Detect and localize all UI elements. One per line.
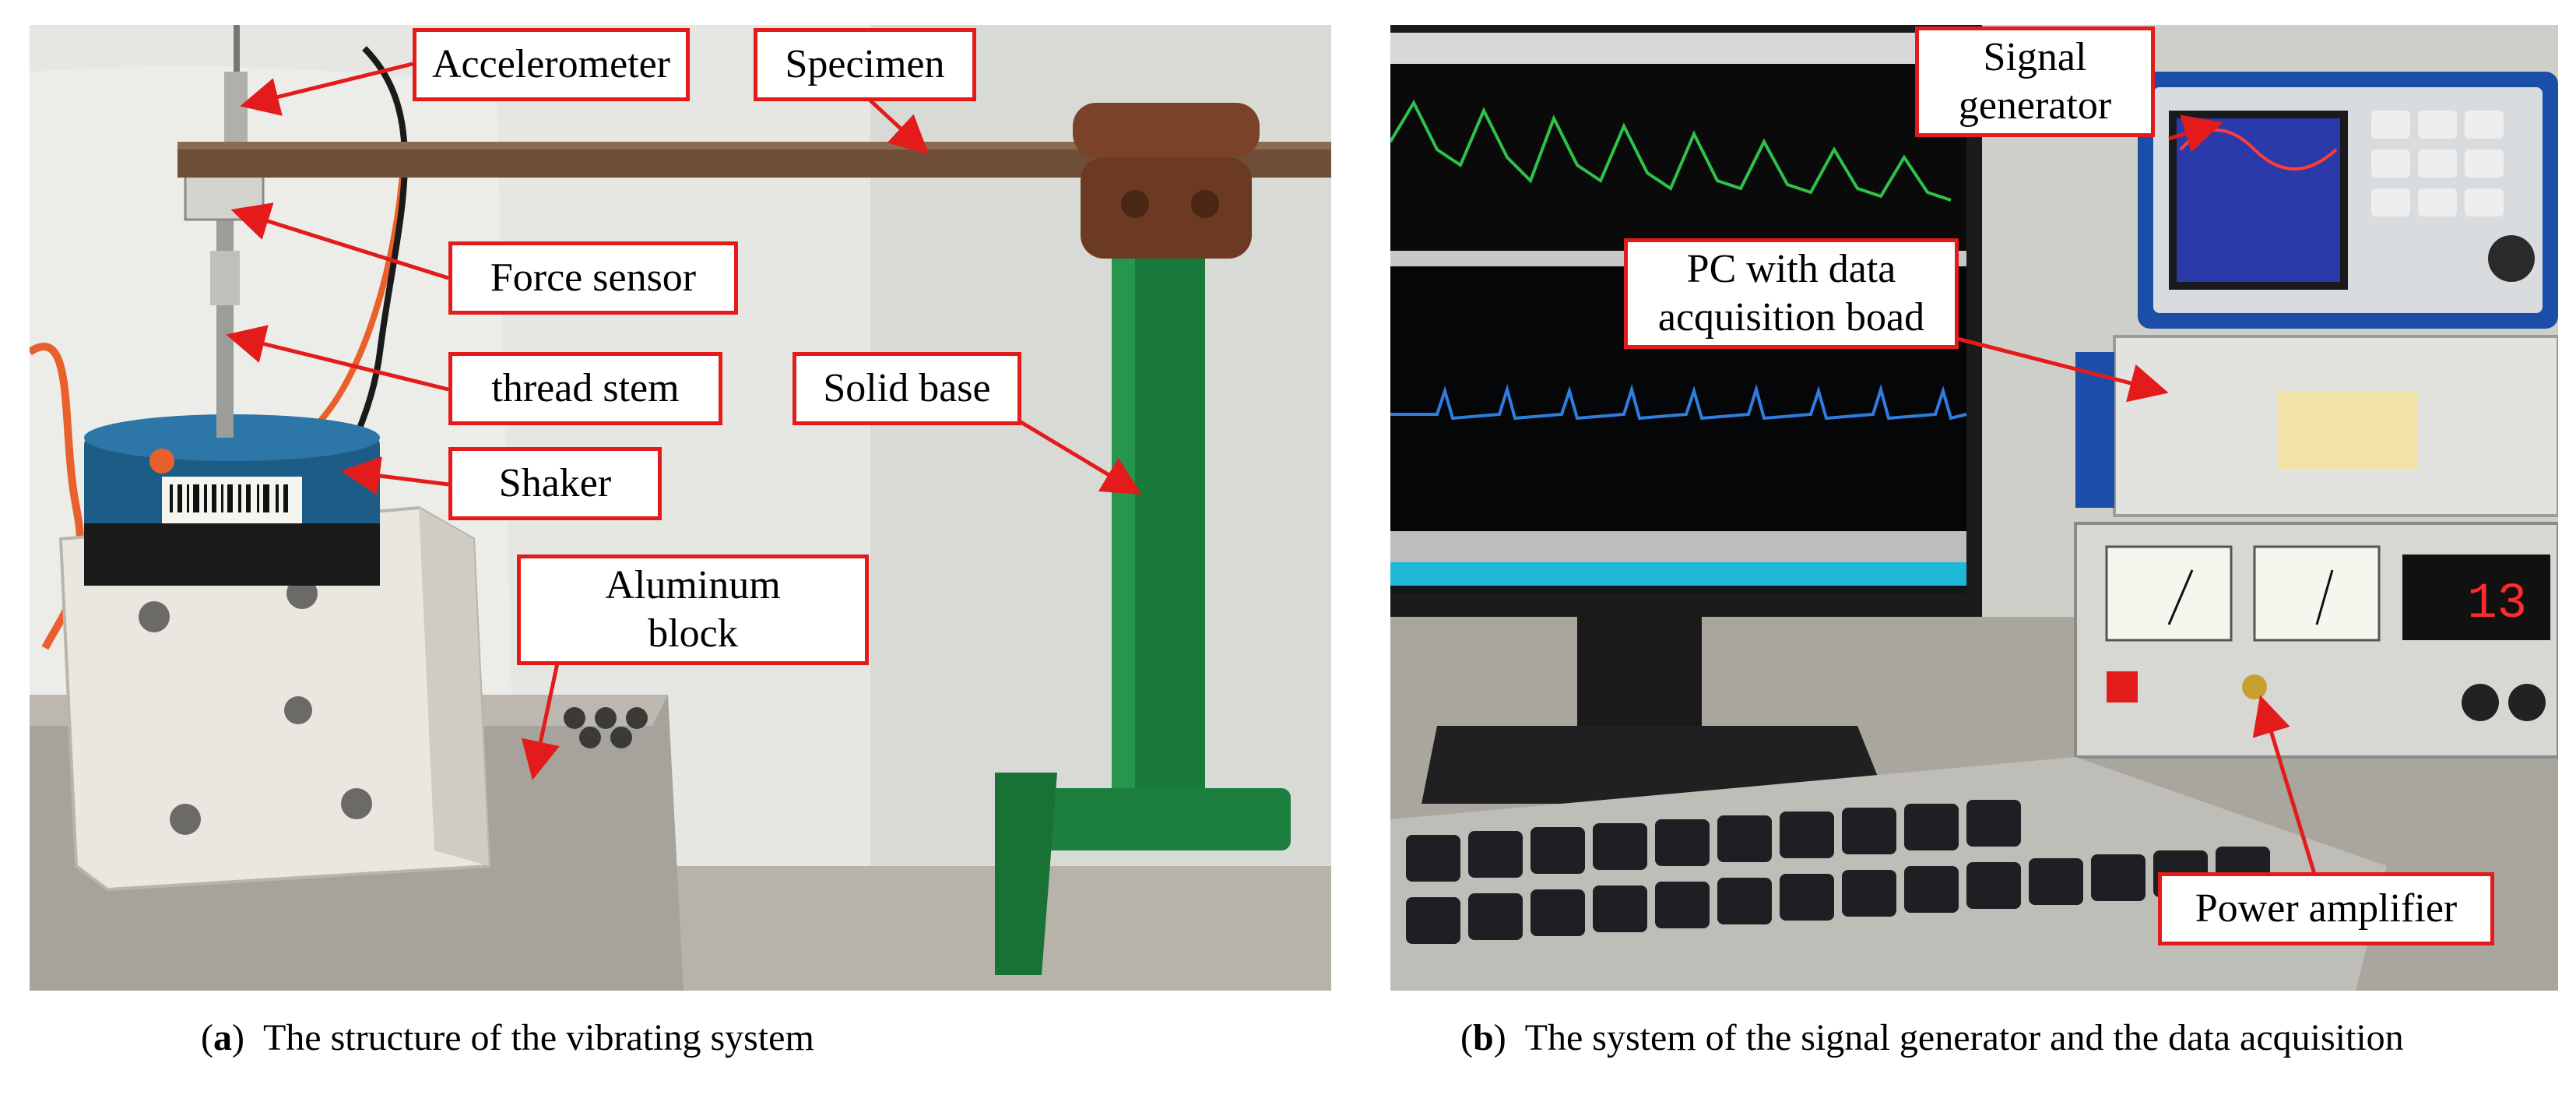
arrow-solid-base bbox=[1001, 409, 1142, 495]
arrow-power-amplifier bbox=[2252, 695, 2319, 882]
panel-b-photo: 13 S bbox=[1390, 25, 2558, 991]
label-solid-base: Solid base bbox=[792, 352, 1021, 425]
amplifier-display-reading: 13 bbox=[2467, 576, 2527, 632]
arrow-thread-stem bbox=[226, 325, 449, 392]
label-aluminum-block: Aluminum block bbox=[517, 555, 869, 665]
label-power-amplifier: Power amplifier bbox=[2158, 872, 2494, 945]
panel-a-arrows bbox=[226, 62, 1142, 780]
caption-a-text: The structure of the vibrating system bbox=[262, 1017, 814, 1058]
label-force-sensor: Force sensor bbox=[448, 241, 738, 315]
label-accelerometer: Accelerometer bbox=[413, 28, 690, 101]
label-signal-generator: Signal generator bbox=[1915, 26, 2155, 137]
arrow-force-sensor bbox=[230, 202, 449, 280]
label-specimen: Specimen bbox=[754, 28, 976, 101]
label-shaker: Shaker bbox=[448, 447, 662, 520]
label-thread-stem: thread stem bbox=[448, 352, 722, 425]
caption-b-text: The system of the signal generator and t… bbox=[1524, 1017, 2404, 1058]
arrow-shaker bbox=[341, 456, 449, 495]
caption-b-letter: b bbox=[1472, 1017, 1494, 1058]
panel-b-arrows bbox=[1857, 114, 2319, 882]
label-pc-with-data-acquisition: PC with data acquisition boad bbox=[1624, 238, 1959, 349]
panel-a-photo: Accelerometer Specimen Force sensor thre… bbox=[30, 25, 1331, 991]
arrow-aluminum-block bbox=[521, 655, 561, 780]
arrow-specimen bbox=[859, 90, 930, 155]
vibrating-system-photo bbox=[30, 25, 1331, 991]
caption-a-letter: a bbox=[213, 1017, 232, 1058]
arrow-signal-generator bbox=[2168, 114, 2223, 153]
caption-b: (b) The system of the signal generator a… bbox=[1460, 1017, 2404, 1058]
caption-a: (a) The structure of the vibrating syste… bbox=[201, 1017, 814, 1058]
arrow-accelerometer bbox=[240, 62, 413, 116]
